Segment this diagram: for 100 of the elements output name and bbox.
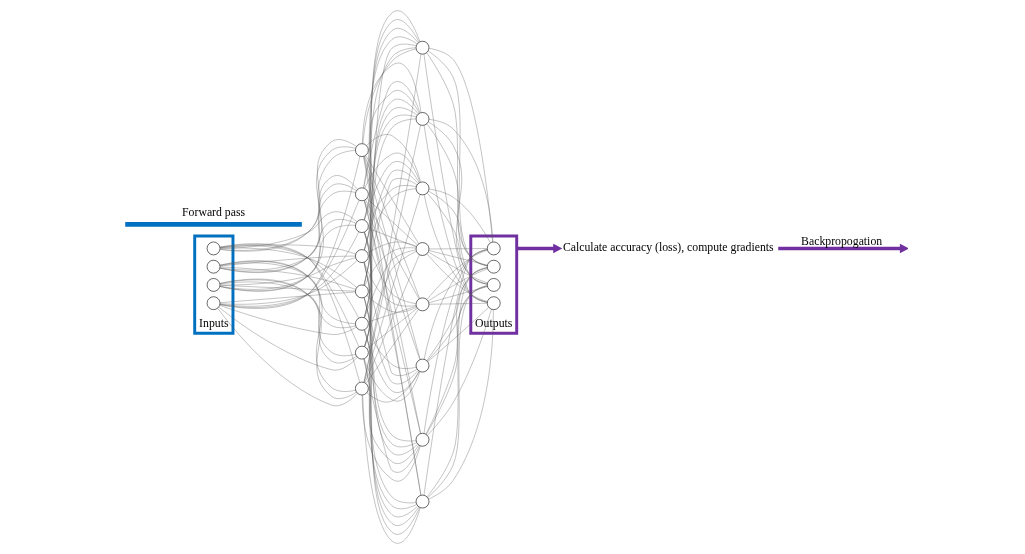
connector bbox=[219, 281, 356, 328]
connector bbox=[220, 257, 356, 286]
connector bbox=[219, 247, 357, 288]
connector bbox=[428, 121, 488, 266]
connector bbox=[364, 161, 420, 221]
connector bbox=[428, 250, 488, 266]
connector bbox=[219, 243, 360, 383]
node-circle bbox=[415, 40, 430, 55]
connector bbox=[364, 19, 420, 221]
connector bbox=[364, 155, 420, 299]
arrow bbox=[516, 243, 563, 254]
connector bbox=[424, 249, 488, 360]
connector bbox=[428, 251, 488, 284]
connector bbox=[366, 308, 418, 349]
connector bbox=[364, 251, 417, 347]
node-circle bbox=[355, 143, 369, 157]
connector bbox=[364, 169, 419, 251]
connector bbox=[365, 309, 419, 384]
connector bbox=[218, 306, 358, 371]
connector bbox=[363, 81, 421, 189]
label: Forward pass bbox=[182, 206, 246, 220]
connector bbox=[363, 53, 422, 383]
connector bbox=[363, 156, 421, 434]
connector bbox=[219, 183, 357, 273]
connector bbox=[220, 175, 358, 251]
connector bbox=[423, 125, 488, 303]
connector bbox=[364, 231, 417, 442]
connector bbox=[428, 309, 494, 500]
connector bbox=[428, 188, 491, 244]
node-circle bbox=[206, 259, 221, 274]
connector bbox=[364, 297, 418, 518]
connector bbox=[364, 194, 421, 383]
connector bbox=[219, 150, 356, 292]
connector bbox=[364, 247, 417, 286]
node-circle bbox=[415, 433, 430, 447]
node-text: Calculate accuracy (loss), compute gradients bbox=[562, 241, 774, 255]
connector bbox=[362, 63, 422, 144]
connector bbox=[428, 48, 493, 243]
connector bbox=[428, 248, 488, 250]
connector bbox=[219, 262, 356, 324]
node-circle bbox=[355, 345, 369, 360]
connector bbox=[219, 291, 356, 303]
connector bbox=[366, 134, 421, 183]
connector bbox=[365, 155, 419, 244]
connector bbox=[367, 241, 417, 254]
node-circle bbox=[206, 278, 221, 292]
arrow bbox=[778, 243, 908, 254]
node-circle bbox=[355, 249, 369, 263]
connector bbox=[363, 107, 418, 286]
connector bbox=[219, 211, 358, 249]
node-circle bbox=[355, 284, 369, 299]
connector bbox=[428, 286, 488, 303]
connector bbox=[366, 371, 420, 403]
connector bbox=[219, 139, 357, 252]
connector bbox=[428, 190, 488, 266]
connector bbox=[364, 188, 417, 347]
connector bbox=[363, 262, 418, 376]
connector bbox=[219, 261, 356, 356]
connector bbox=[219, 305, 357, 335]
connector bbox=[368, 228, 417, 248]
connector bbox=[219, 245, 359, 319]
node-circle bbox=[486, 278, 501, 292]
connector bbox=[428, 303, 488, 305]
connector bbox=[219, 278, 357, 399]
connector bbox=[427, 309, 492, 436]
connector bbox=[364, 358, 421, 402]
connector bbox=[219, 260, 357, 305]
connector bbox=[427, 307, 489, 362]
node-circle bbox=[355, 187, 369, 202]
connector bbox=[219, 190, 356, 291]
node-circle bbox=[206, 241, 221, 256]
connector bbox=[219, 146, 356, 273]
connector bbox=[219, 200, 360, 308]
connector bbox=[364, 200, 420, 360]
node-circle bbox=[415, 494, 430, 509]
node-circle bbox=[415, 181, 430, 196]
node-circle bbox=[415, 358, 430, 373]
connector bbox=[219, 266, 356, 290]
node-circle bbox=[355, 381, 369, 396]
connector bbox=[428, 119, 494, 243]
connector bbox=[363, 358, 420, 473]
connector bbox=[364, 99, 419, 251]
connector bbox=[363, 36, 418, 286]
connector bbox=[362, 48, 417, 144]
cluster: Outputs bbox=[469, 234, 519, 335]
connector bbox=[364, 249, 417, 318]
connector bbox=[220, 219, 357, 271]
connector bbox=[427, 192, 488, 285]
connector bbox=[219, 231, 359, 307]
node-circle bbox=[486, 296, 501, 310]
connector bbox=[363, 124, 421, 383]
connector bbox=[219, 156, 361, 309]
edge-label: Backpropogation bbox=[801, 234, 883, 248]
connector bbox=[219, 279, 357, 364]
connector bbox=[368, 306, 417, 323]
connector bbox=[220, 255, 356, 267]
connector bbox=[364, 118, 416, 347]
connector bbox=[364, 329, 420, 393]
connector bbox=[364, 200, 421, 434]
connector bbox=[424, 194, 488, 303]
